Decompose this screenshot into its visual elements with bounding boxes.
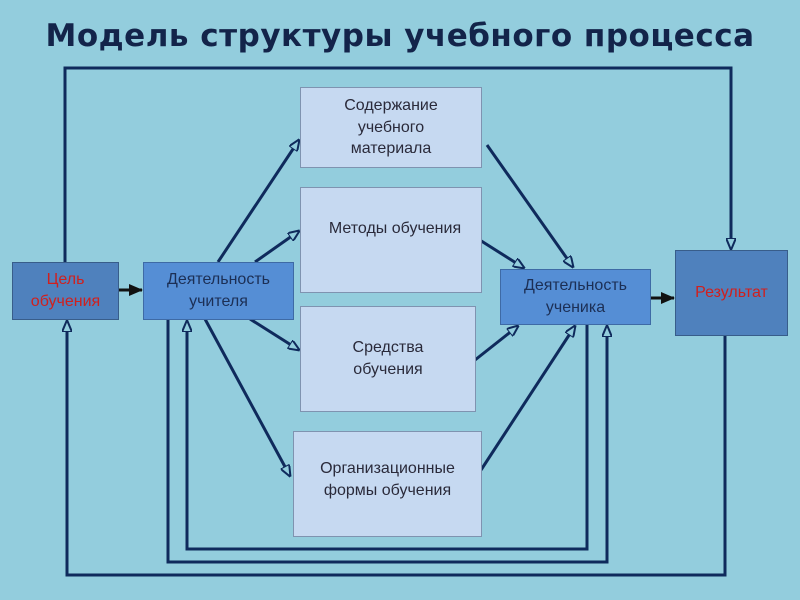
arrow-teacher-methods bbox=[254, 231, 299, 264]
arrow-content-student bbox=[485, 144, 573, 267]
student-activity-box: Деятельность ученика bbox=[500, 269, 651, 325]
arrow-means-student bbox=[474, 326, 518, 362]
result-box: Результат bbox=[675, 250, 788, 336]
goal-to-result-loop bbox=[63, 66, 731, 262]
result-to-goal-loop bbox=[67, 321, 727, 577]
arrow-teacher-means bbox=[249, 317, 299, 350]
forms-box: Организационные формы обучения bbox=[293, 431, 482, 537]
content-box: Содержание учебного материала bbox=[300, 87, 482, 168]
arrow-forms-student bbox=[479, 326, 575, 471]
arrow-teacher-forms bbox=[203, 318, 290, 476]
student-to-teacher-loop bbox=[187, 321, 589, 551]
arrow-methods-student bbox=[474, 235, 524, 268]
teacher-activity-box: Деятельность учителя bbox=[143, 262, 294, 320]
diagram-title: Модель структуры учебного процесса bbox=[45, 18, 755, 54]
goal-box: Цель обучения bbox=[12, 262, 119, 320]
teacher-to-student-loop bbox=[166, 320, 607, 564]
means-box: Средства обучения bbox=[300, 306, 476, 412]
arrow-teacher-content bbox=[216, 140, 299, 263]
methods-box: Методы обучения bbox=[300, 187, 482, 293]
